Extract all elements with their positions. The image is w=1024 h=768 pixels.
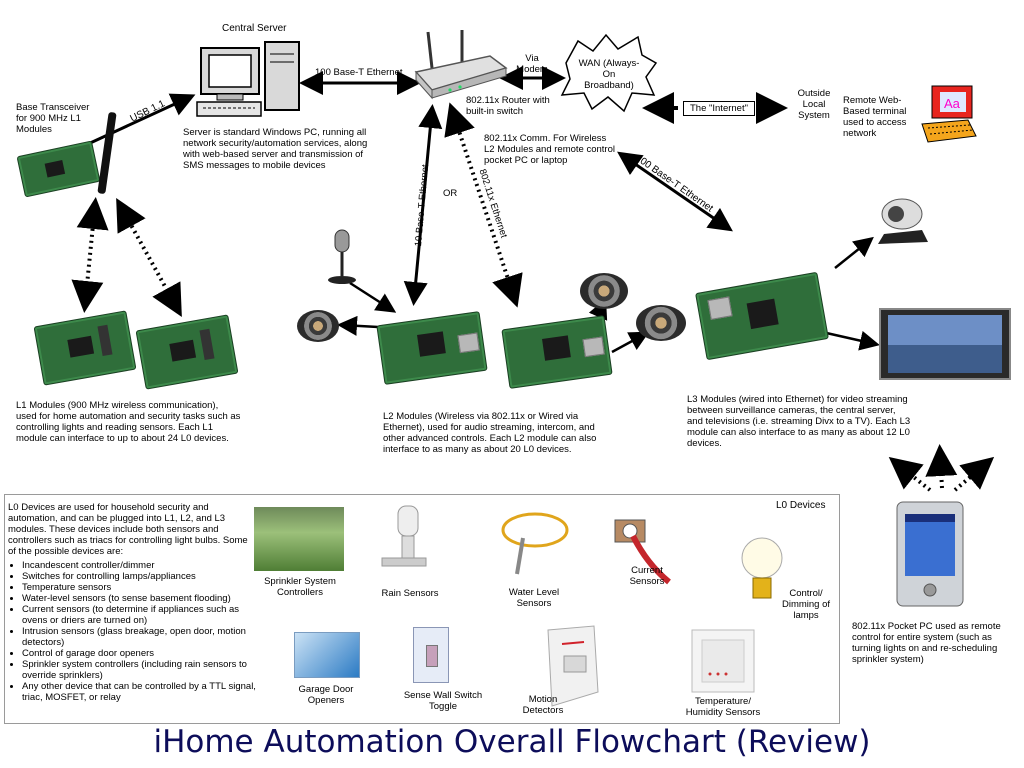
television-icon (879, 308, 1011, 380)
l2-desc: L2 Modules (Wireless via 802.11x or Wire… (383, 411, 597, 455)
speaker-icon (636, 305, 686, 341)
temp-label: Temperature/ Humidity Sensors (685, 696, 761, 718)
wireless-comm-label: 802.11x Comm. For Wireless L2 Modules an… (484, 133, 615, 166)
garage-opener-photo (294, 632, 360, 678)
remote-terminal-label: Remote Web-Based terminal used to access… (843, 95, 907, 139)
l0-device-list: Incandescent controller/dimmer Switches … (8, 560, 262, 703)
l3-link (617, 151, 733, 232)
l1-link-left (71, 197, 109, 313)
motion-label: Motion Detectors (522, 694, 564, 716)
tv-link (821, 330, 880, 351)
camera-link (834, 236, 874, 269)
current-sensor-icon (614, 519, 671, 585)
l1-desc: L1 Modules (900 MHz wireless communicati… (16, 400, 241, 444)
garage-label: Garage Door Openers (298, 684, 354, 706)
list-item: Sprinkler system controllers (including … (22, 659, 262, 681)
outside-local-label: Outside Local System (797, 88, 831, 121)
base-transceiver-label: Base Transceiver for 900 MHz L1 Modules (16, 102, 90, 135)
router-icon (414, 30, 508, 100)
switch-label: Sense Wall Switch Toggle (403, 690, 483, 712)
list-item: Intrusion sensors (glass breakage, open … (22, 626, 262, 648)
svg-text:Aa: Aa (944, 96, 961, 111)
list-item: Control of garage door openers (22, 648, 262, 659)
via-modem-label: Via Modem (516, 53, 548, 75)
internet-box: The "Internet" (683, 101, 755, 116)
l0-devices-box (4, 494, 840, 724)
router-label: 802.11x Router with built-in switch (466, 95, 550, 117)
webcam-icon (878, 198, 928, 244)
wall-switch-photo (413, 627, 449, 683)
water-label: Water Level Sensors (508, 587, 560, 609)
list-item: Incandescent controller/dimmer (22, 560, 262, 571)
ppc-signal-1 (888, 457, 932, 492)
speaker-icon (580, 273, 628, 309)
rain-label: Rain Sensors (381, 588, 439, 599)
sprinkler-photo (254, 507, 344, 571)
list-item: Any other device that can be controlled … (22, 681, 262, 703)
pocket-pc-icon (896, 501, 964, 607)
or-label: OR (443, 188, 458, 199)
speaker-right-link (611, 331, 650, 354)
eth-server-label: 100 Base-T Ethernet (315, 67, 403, 78)
wan-label: WAN (Always-On Broadband) (578, 58, 640, 91)
dimming-label: Control/ Dimming of lamps (781, 588, 831, 621)
l1-link-right (116, 197, 182, 318)
speaker-icon (297, 310, 339, 342)
list-item: Current sensors (to determine if applian… (22, 604, 262, 626)
light-bulb-icon (741, 537, 783, 599)
server-desc: Server is standard Windows PC, running a… (183, 127, 368, 171)
ppc-signal-2 (925, 444, 958, 489)
rain-sensor-icon (381, 505, 427, 567)
list-item: Temperature sensors (22, 582, 262, 593)
speaker-left-link (337, 315, 379, 336)
remote-terminal-icon: Aa (921, 85, 977, 143)
list-item: Switches for controlling lamps/appliance… (22, 571, 262, 582)
wan-cloud-icon (560, 33, 658, 113)
microphone-icon (328, 229, 356, 284)
current-label: Current Sensors (629, 565, 665, 587)
l0-box-title: L0 Devices (776, 500, 826, 511)
pocket-pc-desc: 802.11x Pocket PC used as remote control… (852, 621, 1001, 665)
wired-l2-link (403, 104, 443, 306)
ppc-signal-3 (953, 456, 995, 492)
water-sensor-icon (501, 512, 569, 575)
usb-link (74, 93, 196, 152)
sprinkler-label: Sprinkler System Controllers (264, 576, 336, 598)
central-server-label: Central Server (222, 23, 287, 34)
motion-detector-icon (547, 625, 599, 707)
l3-desc: L3 Modules (wired into Ethernet) for vid… (687, 394, 911, 449)
mic-link (349, 281, 397, 313)
temp-humidity-sensor-icon (691, 629, 755, 693)
l0-intro: L0 Devices are used for household securi… (8, 502, 248, 557)
list-item: Water-level sensors (to sense basement f… (22, 593, 262, 604)
server-pc-icon (196, 41, 300, 117)
page-title: iHome Automation Overall Flowchart (Revi… (153, 724, 871, 760)
